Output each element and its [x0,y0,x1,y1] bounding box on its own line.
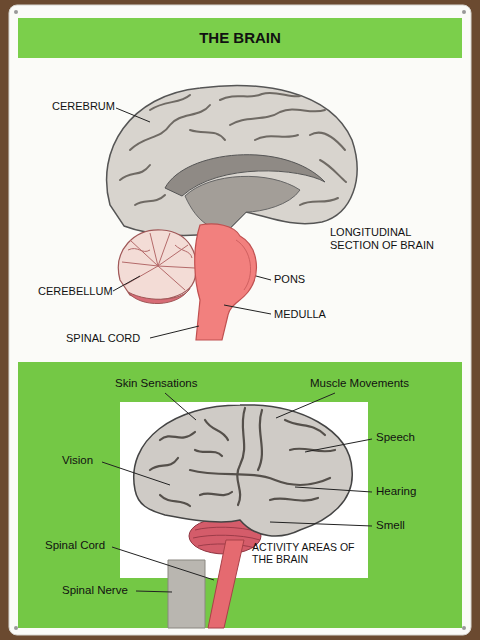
part-label: PONS [274,273,305,286]
section-caption: ACTIVITY AREAS OF THE BRAIN [252,541,364,565]
title-band [18,18,462,58]
brainstem [195,224,257,340]
part-label: CEREBRUM [52,100,115,113]
screw [462,10,466,14]
title: THE BRAIN [18,18,462,58]
lateral-spinal-cord [208,540,244,628]
part-label: CEREBELLUM [38,285,113,298]
spinal-nerve [168,560,205,628]
screw [14,626,18,630]
lateral-brain [134,405,353,536]
section-caption: LONGITUDINAL SECTION OF BRAIN [330,226,460,251]
sagittal-cerebellum [118,230,196,304]
area-label: Hearing [376,485,416,498]
leader-lines [113,108,271,338]
leader-lines [102,393,372,592]
area-label: Spinal Cord [45,539,105,552]
area-label: Smell [376,519,405,532]
screw [462,626,466,630]
screw [14,10,18,14]
inner-white-box [120,402,368,578]
area-label: Muscle Movements [310,377,409,390]
sagittal-brain [107,86,357,236]
area-label: Speech [376,431,415,444]
area-label: Spinal Nerve [62,584,128,597]
area-label: Vision [62,454,93,467]
sign-plate [9,5,471,635]
part-label: SPINAL CORD [66,332,140,345]
part-label: MEDULLA [274,308,326,321]
area-label: Skin Sensations [115,377,197,390]
lower-panel [18,362,462,628]
